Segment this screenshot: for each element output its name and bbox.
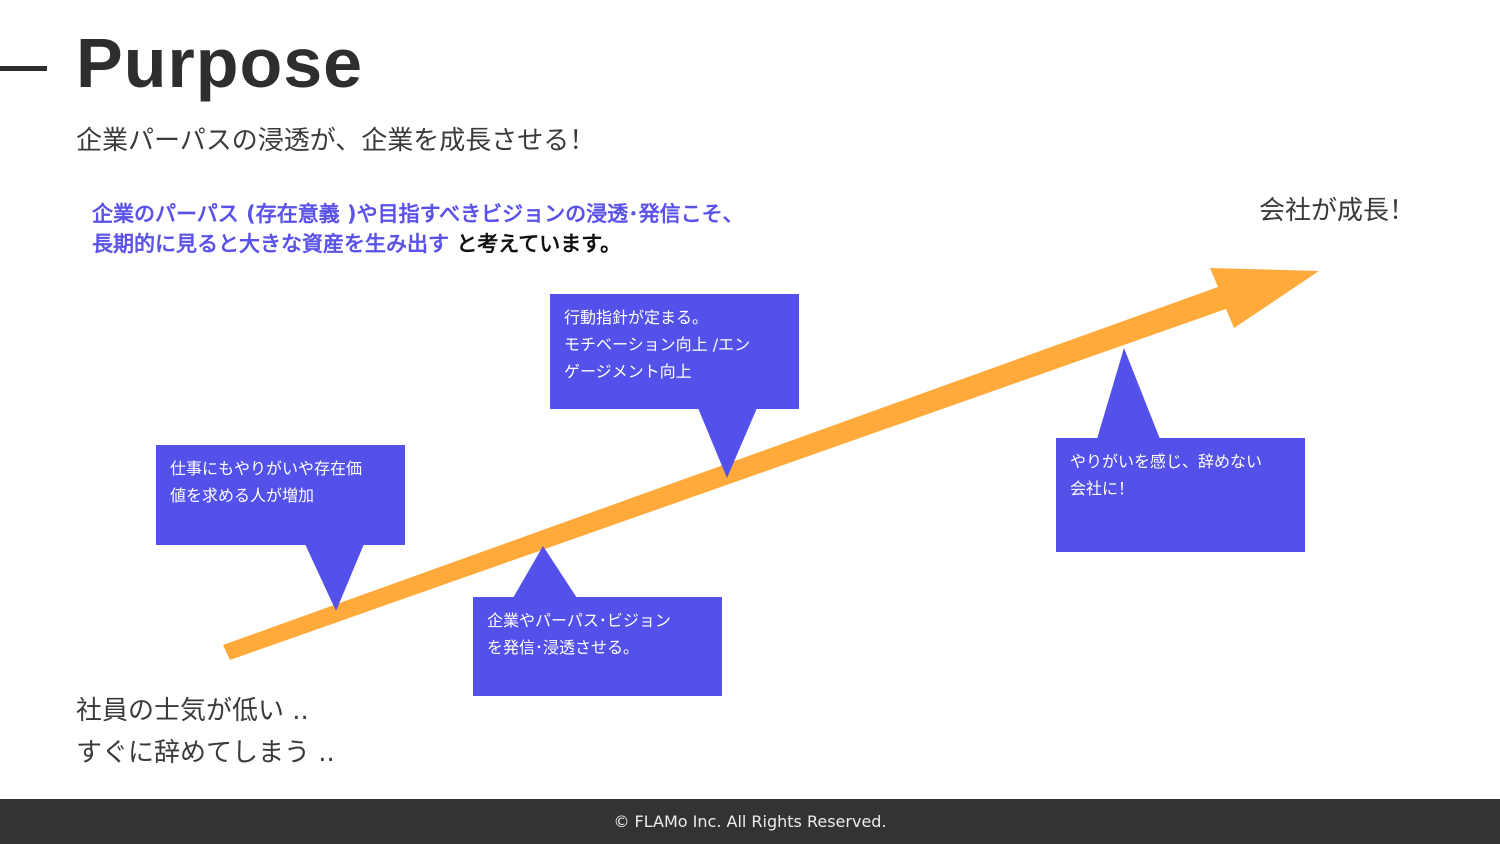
callout-1-line: 値を求める人が増加: [170, 486, 315, 505]
callout-shape-2: [473, 546, 722, 696]
page-title: Purpose: [76, 24, 364, 102]
growth-arrow: [223, 268, 1319, 660]
highlight-message: 企業のパーパス (存在意義 )や目指すべきビジョンの浸透･発信こそ、 長期的に見…: [92, 199, 744, 259]
initial-state-text: 社員の士気が低い .. すぐに辞めてしまう ..: [76, 690, 335, 774]
callout-3-line: 行動指針が定まる。: [564, 308, 709, 327]
callout-4-line: 会社に！: [1070, 479, 1135, 498]
title-dash: [0, 66, 47, 71]
highlight-line-1: 企業のパーパス (存在意義 )や目指すべきビジョンの浸透･発信こそ、: [92, 202, 744, 226]
copyright-text: © FLAMo Inc. All Rights Reserved.: [613, 812, 887, 831]
highlight-line-2: 長期的に見ると大きな資産を生み出す と考えています。: [92, 229, 744, 259]
callout-shape-1: [156, 445, 405, 611]
callout-3-line: モチベーション向上 /エン: [564, 335, 751, 354]
callout-3: 行動指針が定まる。 モチベーション向上 /エン ゲージメント向上: [550, 294, 799, 409]
callout-2-line: 企業やパーパス･ビジョン: [487, 611, 671, 630]
callout-shape-4: [1056, 348, 1305, 552]
callout-2: 企業やパーパス･ビジョン を発信･浸透させる。: [473, 597, 722, 696]
callout-2-line: を発信･浸透させる。: [487, 638, 640, 657]
page-subtitle: 企業パーパスの浸透が、企業を成長させる！: [76, 126, 596, 156]
initial-state-line-1: 社員の士気が低い ..: [76, 696, 309, 726]
callout-4: やりがいを感じ、辞めない 会社に！: [1056, 438, 1305, 552]
footer: © FLAMo Inc. All Rights Reserved.: [0, 799, 1500, 844]
callout-shape-3: [550, 294, 799, 478]
callout-4-line: やりがいを感じ、辞めない: [1070, 452, 1263, 471]
highlight-line-2-black: と考えています。: [456, 232, 622, 256]
callout-1-line: 仕事にもやりがいや存在価: [170, 459, 363, 478]
callout-3-line: ゲージメント向上: [564, 362, 692, 381]
highlight-line-2-blue: 長期的に見ると大きな資産を生み出す: [92, 232, 449, 256]
initial-state-line-2: すぐに辞めてしまう ..: [76, 738, 335, 768]
callout-1: 仕事にもやりがいや存在価 値を求める人が増加: [156, 445, 405, 545]
growth-label: 会社が成長！: [1259, 196, 1416, 226]
